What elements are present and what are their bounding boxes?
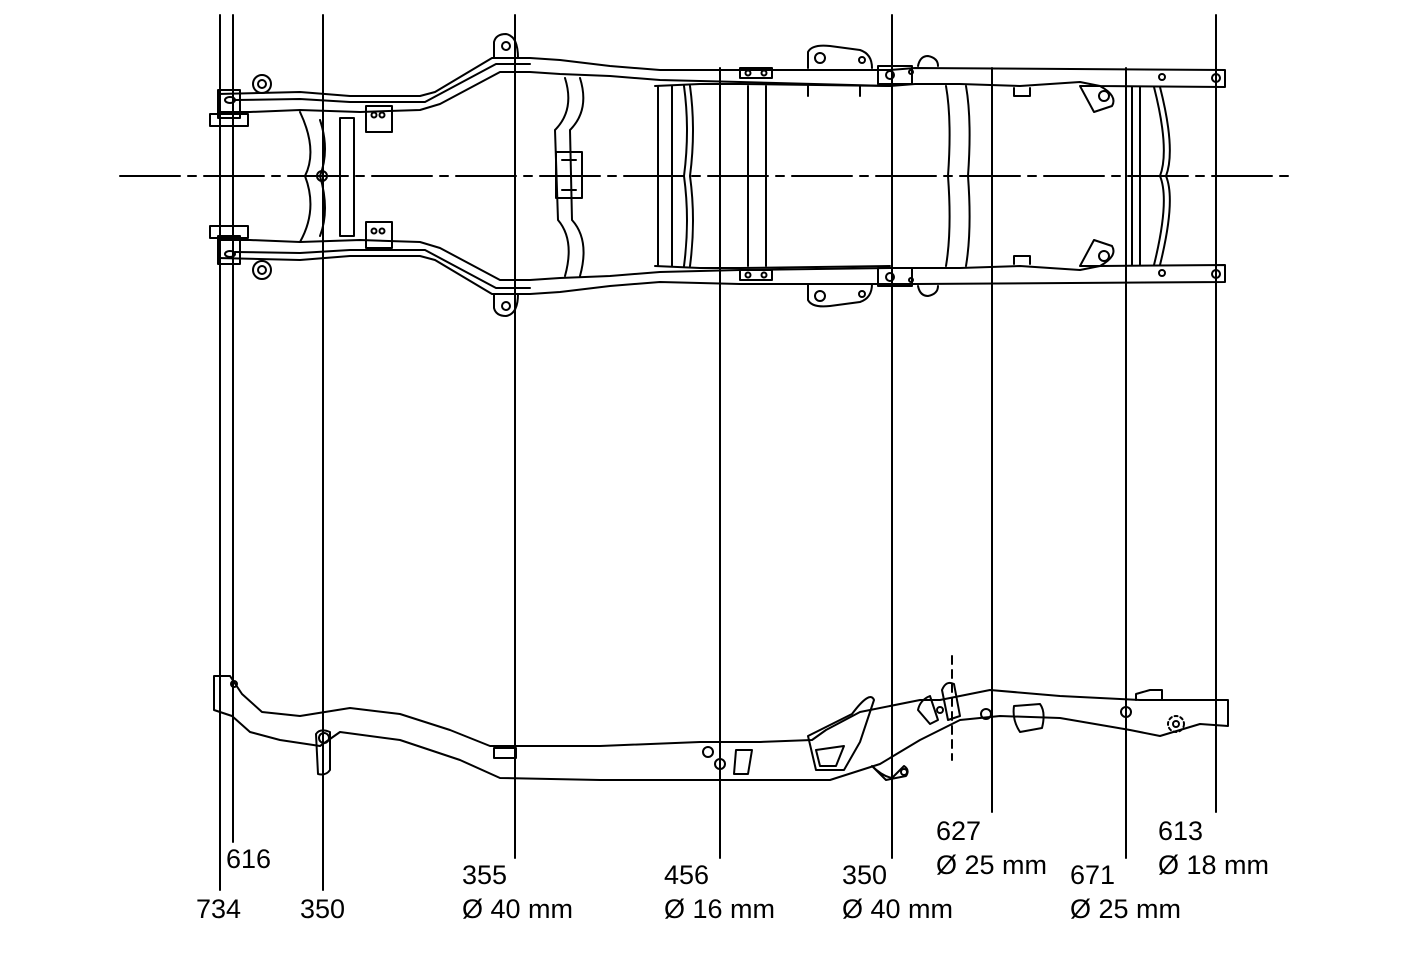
top-view-lower-rail [217, 239, 1226, 295]
mid-body-mount-brackets [807, 44, 939, 308]
body-mount-tabs-355 [493, 33, 519, 317]
top-view-upper-rail [217, 57, 1226, 113]
rear-crossmember [945, 85, 1115, 267]
reference-lines [219, 14, 1217, 891]
label-456-diameter: Ø 16 mm [664, 894, 776, 924]
label-616: 616 [226, 844, 272, 874]
label-613-diameter: Ø 18 mm [1158, 850, 1270, 880]
label-613: 613 [1158, 816, 1204, 846]
label-355-diameter: Ø 40 mm [462, 894, 574, 924]
side-view-frame-rail [213, 655, 1229, 781]
label-671: 671 [1070, 860, 1116, 890]
center-box-section [657, 67, 861, 281]
label-734: 734 [196, 894, 242, 924]
label-350-rear-diameter: Ø 40 mm [842, 894, 954, 924]
label-350-front: 350 [300, 894, 346, 924]
front-crossmember [299, 105, 393, 249]
label-456: 456 [664, 860, 710, 890]
rear-crossmember-end [1131, 73, 1221, 279]
label-627-diameter: Ø 25 mm [936, 850, 1048, 880]
label-355: 355 [462, 860, 508, 890]
label-627: 627 [936, 816, 982, 846]
label-671-diameter: Ø 25 mm [1070, 894, 1182, 924]
label-350-rear: 350 [842, 860, 888, 890]
transmission-crossmember [554, 77, 585, 277]
front-brackets [209, 74, 272, 280]
